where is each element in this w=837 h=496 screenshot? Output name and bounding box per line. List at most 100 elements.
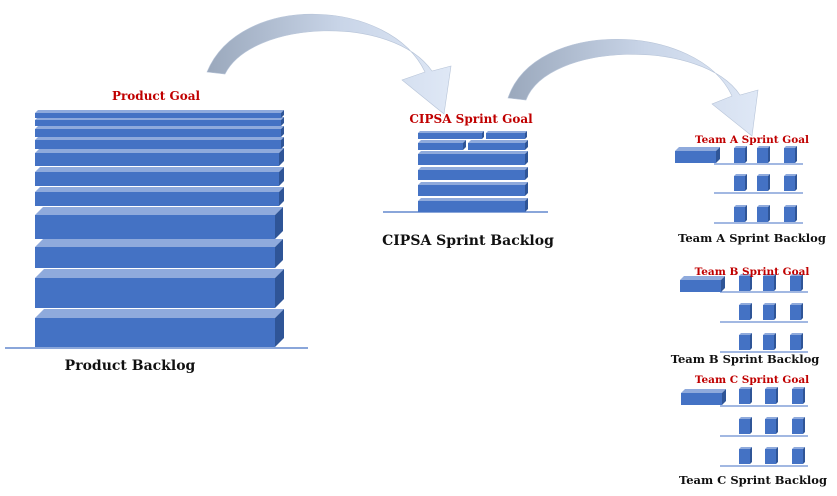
team-b-block [763, 274, 776, 291]
cipsa-backlog-block [486, 131, 527, 139]
cipsa-sprint-backlog-stack [418, 131, 528, 212]
team-a-block-front [734, 148, 745, 163]
cipsa-backlog-block [418, 151, 528, 165]
cipsa-backlog-block-front [418, 185, 525, 196]
team-c-wide-block-front [681, 393, 722, 405]
product-backlog-block [35, 137, 284, 149]
team-c-block [739, 387, 752, 404]
product-backlog-block-front [35, 318, 275, 347]
team-b-block-top [790, 333, 803, 335]
product-backlog-block-side [281, 126, 284, 137]
team-b-block-side [801, 274, 803, 291]
team-b-block-top [790, 303, 803, 305]
cipsa-backlog-block-top [468, 140, 528, 143]
team-b-sprint-backlog-caption: Team B Sprint Backlog [671, 352, 820, 366]
team-b-wide-block-top [680, 276, 725, 280]
team-b-block [790, 274, 803, 291]
product-backlog-block-top [35, 269, 284, 278]
cipsa-backlog-block-side [525, 131, 527, 139]
team-a-block-top [734, 174, 747, 176]
team-a-block [784, 146, 797, 163]
cipsa-goal-label: CIPSA Sprint Goal [409, 112, 533, 126]
team-a-block-side [795, 146, 797, 163]
team-b-block-front [763, 305, 774, 320]
product-backlog-block-top [35, 110, 284, 113]
product-backlog-block-top [35, 126, 284, 129]
cipsa-backlog-block-side [525, 140, 528, 150]
arrow-cipsa-to-teams [507, 39, 759, 137]
team-a-block-side [768, 174, 770, 191]
team-a-block-top [784, 205, 797, 207]
team-a-block-side [768, 205, 770, 222]
team-b-block-front [739, 335, 750, 350]
team-a-block-top [757, 205, 770, 207]
team-b-block-side [774, 274, 776, 291]
cipsa-backlog-block [418, 182, 528, 196]
team-c-backlog-blocks [681, 387, 805, 464]
team-c-block [765, 447, 778, 464]
team-b-block-front [790, 335, 801, 350]
product-backlog-block-top [35, 187, 284, 192]
product-backlog-block-front [35, 247, 275, 268]
product-backlog-block-front [35, 140, 281, 149]
team-b-block [790, 303, 803, 320]
team-c-block-front [739, 449, 750, 464]
team-c-sprint-backlog-caption: Team C Sprint Backlog [679, 473, 827, 487]
product-backlog-block-front [35, 153, 279, 166]
team-c-block-side [750, 387, 752, 404]
team-b-block-front [763, 276, 774, 291]
team-b-block-front [790, 276, 801, 291]
product-backlog-block-front [35, 172, 279, 186]
team-b-block-side [774, 303, 776, 320]
team-b-backlog-blocks [680, 274, 803, 350]
team-c-goal-label: Team C Sprint Goal [695, 374, 809, 386]
cipsa-sprint-backlog-caption: CIPSA Sprint Backlog [382, 233, 554, 249]
team-b-block-top [739, 274, 752, 276]
team-b-block-side [801, 303, 803, 320]
team-a-block [784, 205, 797, 222]
team-a-wide-block-side [716, 147, 720, 163]
product-backlog-block-top [35, 137, 284, 140]
team-c-block [792, 417, 805, 434]
team-a-block-side [745, 174, 747, 191]
team-a-block-top [784, 146, 797, 148]
product-backlog-block-top [35, 207, 283, 215]
product-backlog-caption: Product Backlog [65, 358, 196, 374]
product-backlog-block-side [281, 110, 284, 118]
team-a-block-side [745, 205, 747, 222]
team-a-block-front [734, 207, 745, 222]
team-a-block-front [784, 148, 795, 163]
cipsa-backlog-block-side [525, 182, 528, 196]
team-c-block-top [792, 447, 805, 449]
team-b-block [763, 333, 776, 350]
team-c-block-front [792, 389, 803, 404]
team-a-block-top [757, 146, 770, 148]
product-backlog-block [35, 148, 284, 166]
product-backlog-block-front [35, 120, 281, 126]
team-c-block [792, 387, 805, 404]
product-backlog-block [35, 207, 283, 239]
team-c-wide-block-side [722, 389, 726, 405]
team-c-block-top [792, 387, 805, 389]
team-a-block-front [784, 176, 795, 191]
product-backlog-block-top [35, 148, 284, 153]
team-a-block [757, 205, 770, 222]
team-b-block [790, 333, 803, 350]
team-a-wide-block [675, 147, 720, 163]
team-a-block-front [757, 148, 768, 163]
team-c-block-top [765, 417, 778, 419]
team-a-block-top [734, 205, 747, 207]
team-b-block [763, 303, 776, 320]
team-b-block-top [790, 274, 803, 276]
team-c-block-side [803, 387, 805, 404]
product-backlog-block-front [35, 129, 281, 137]
team-a-block [734, 146, 747, 163]
team-c-block-front [765, 389, 776, 404]
cipsa-backlog-block-side [525, 151, 528, 165]
product-backlog-block [35, 269, 284, 308]
product-backlog-block-side [279, 167, 284, 186]
cipsa-backlog-block-top [418, 131, 484, 133]
team-c-block-top [739, 387, 752, 389]
cipsa-backlog-block-front [418, 170, 525, 180]
team-a-block-front [757, 207, 768, 222]
